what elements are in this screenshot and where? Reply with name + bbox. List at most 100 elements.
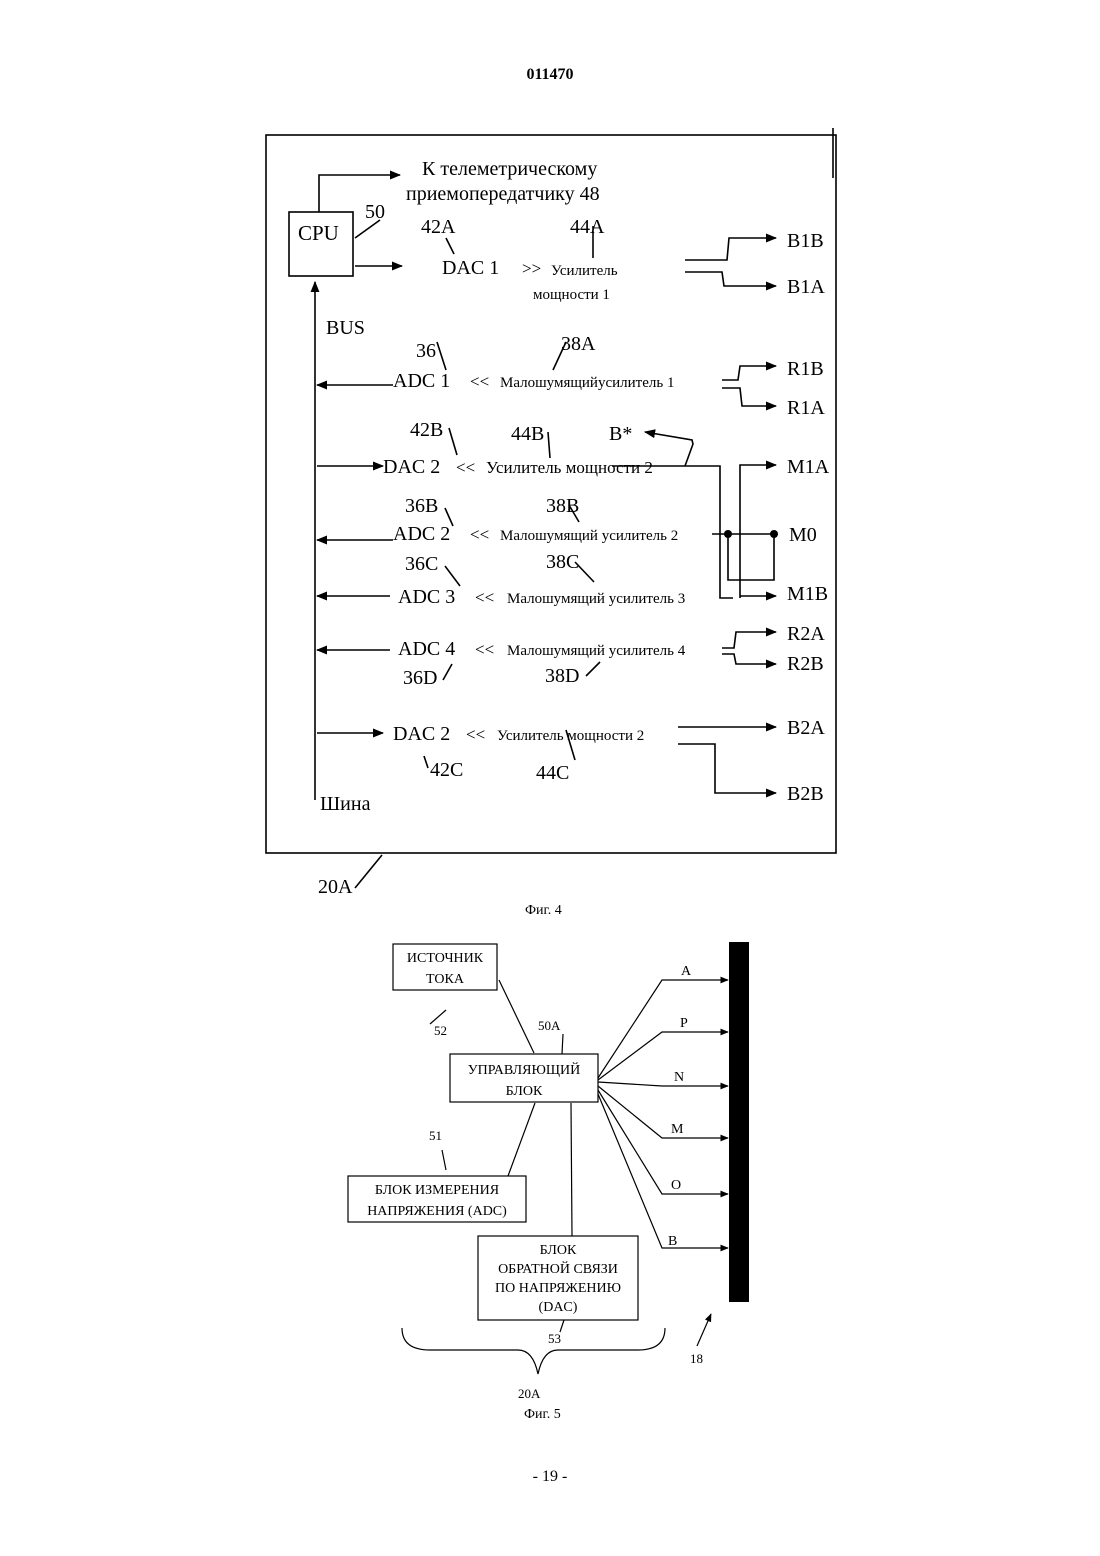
dac1-label: DAC 1 [442,257,499,279]
electrode-label-b: B [668,1234,677,1249]
adc4-leader [443,664,452,680]
module-leader [355,855,382,888]
telemetry-line2: приемопередатчику 48 [406,183,600,205]
control-unit-line1: УПРАВЛЯЮЩИЙ [468,1061,581,1078]
out-b1b: B1B [787,230,824,252]
out-b2b: B2B [787,783,824,805]
fig4-caption: Фиг. 4 [525,903,562,918]
electrode-label-n: N [674,1070,684,1085]
source-to-control [499,980,534,1053]
dac2b-ref: 42C [430,759,463,781]
measurement-block-line1: БЛОК ИЗМЕРЕНИЯ [375,1183,499,1198]
out-r2a: R2A [787,623,825,645]
cpu-label: CPU [298,221,339,245]
page-number: - 19 - [0,1468,1100,1486]
bus-label: BUS [326,317,365,339]
m0-loop [728,534,774,580]
electrode-ref-arrow [697,1314,711,1346]
adc4-symbol: << [475,640,494,659]
amp44a-line1: Усилитель [551,263,618,279]
feedback-block-leader [560,1320,564,1332]
fig4-diagram: CPU 50 К телеметрическому приемопередатч… [266,128,836,918]
shina-label: Шина [320,793,371,815]
amp44c-ref: 44C [536,762,569,784]
bstar-label: B* [609,423,632,445]
out-m1a: M1A [787,456,830,478]
adc4-label: ADC 4 [398,638,455,660]
amp44b-ref: 44B [511,423,544,445]
adc2-ref: 36B [405,495,438,517]
amp44c-label: Усилитель мощности 2 [497,728,644,744]
measurement-block-leader [442,1150,446,1170]
electrode-label-o: O [671,1178,681,1193]
amp44a-ref: 44A [570,216,605,238]
adc3-label: ADC 3 [398,586,455,608]
electrode-wire-b [598,1094,728,1248]
out-m1b: M1B [787,583,828,605]
control-to-feedback [571,1103,572,1236]
module-ref: 20A [318,876,353,898]
adc1-label: ADC 1 [393,370,450,392]
dac2b-leader [424,756,428,768]
current-source-leader [430,1010,446,1024]
lna38b-label: Малошумящий усилитель 2 [500,528,678,544]
lna38a-ref: 38A [561,333,596,355]
electrode-wire-p [598,1032,728,1080]
cpu-ref: 50 [365,201,385,223]
feedback-block-line1: БЛОК [540,1243,577,1258]
amp44b-leader [548,432,550,458]
adc3-symbol: << [475,588,494,607]
adc4-ref: 36D [403,667,437,689]
dac2-label: DAC 2 [383,456,440,478]
electrode-bar [729,942,749,1302]
electrode-label-p: P [680,1016,688,1031]
out-r1a: R1A [787,397,825,419]
electrode-label-a: A [681,964,692,979]
r2b-wire [722,654,776,664]
feedback-block-ref: 53 [548,1331,561,1346]
electrode-wire-m [598,1086,728,1138]
m1a-wire [740,465,776,598]
adc1-symbol: << [470,372,489,391]
adc3-ref: 36C [405,553,438,575]
telemetry-line1: К телеметрическому [422,158,597,180]
dac2-symbol: << [456,458,475,477]
lna38c-ref: 38C [546,551,579,573]
r2a-wire [722,632,776,648]
dac2b-symbol: << [466,725,485,744]
electrode-wire-n [598,1082,728,1086]
lna38a-leader [553,342,566,370]
fig5-diagram: ИСТОЧНИК ТОКА 52 УПРАВЛЯЮЩИЙ БЛОК 50A БЛ… [348,942,749,1422]
fig5-caption: Фиг. 5 [524,1407,561,1422]
out-b1a: B1A [787,276,825,298]
lna38a-label: Малошумящийусилитель 1 [500,375,674,391]
out-r2b: R2B [787,653,824,675]
group-brace [402,1328,665,1374]
feedback-block-line4: (DAC) [539,1300,578,1315]
lna38d-label: Малошумящий усилитель 4 [507,643,686,659]
current-source-ref: 52 [434,1023,447,1038]
control-to-measurement [508,1103,535,1176]
lna38c-label: Малошумящий усилитель 3 [507,591,685,607]
feedback-block-line3: ПО НАПРЯЖЕНИЮ [495,1281,621,1296]
current-source-line2: ТОКА [426,972,465,987]
adc2-label: ADC 2 [393,523,450,545]
adc2-symbol: << [470,525,489,544]
dac1-symbol: >> [522,259,541,278]
b1a-wire [685,272,776,286]
r1a-wire [722,388,776,406]
adc1-ref: 36 [416,340,436,362]
current-source-line1: ИСТОЧНИК [407,951,484,966]
control-unit-leader [562,1034,563,1054]
dac2-ref: 42B [410,419,443,441]
amp44a-line2: мощности 1 [533,287,610,303]
adc3-leader [445,566,460,586]
electrode-ref: 18 [690,1351,703,1366]
out-r1b: R1B [787,358,824,380]
amp44b-label: Усилитель мощности 2 [486,458,653,477]
r1b-wire [722,366,776,380]
b2b-wire [678,744,776,793]
adc1-leader [437,342,446,370]
telemetry-arrow [319,175,400,212]
electrode-wire-a [598,980,728,1078]
